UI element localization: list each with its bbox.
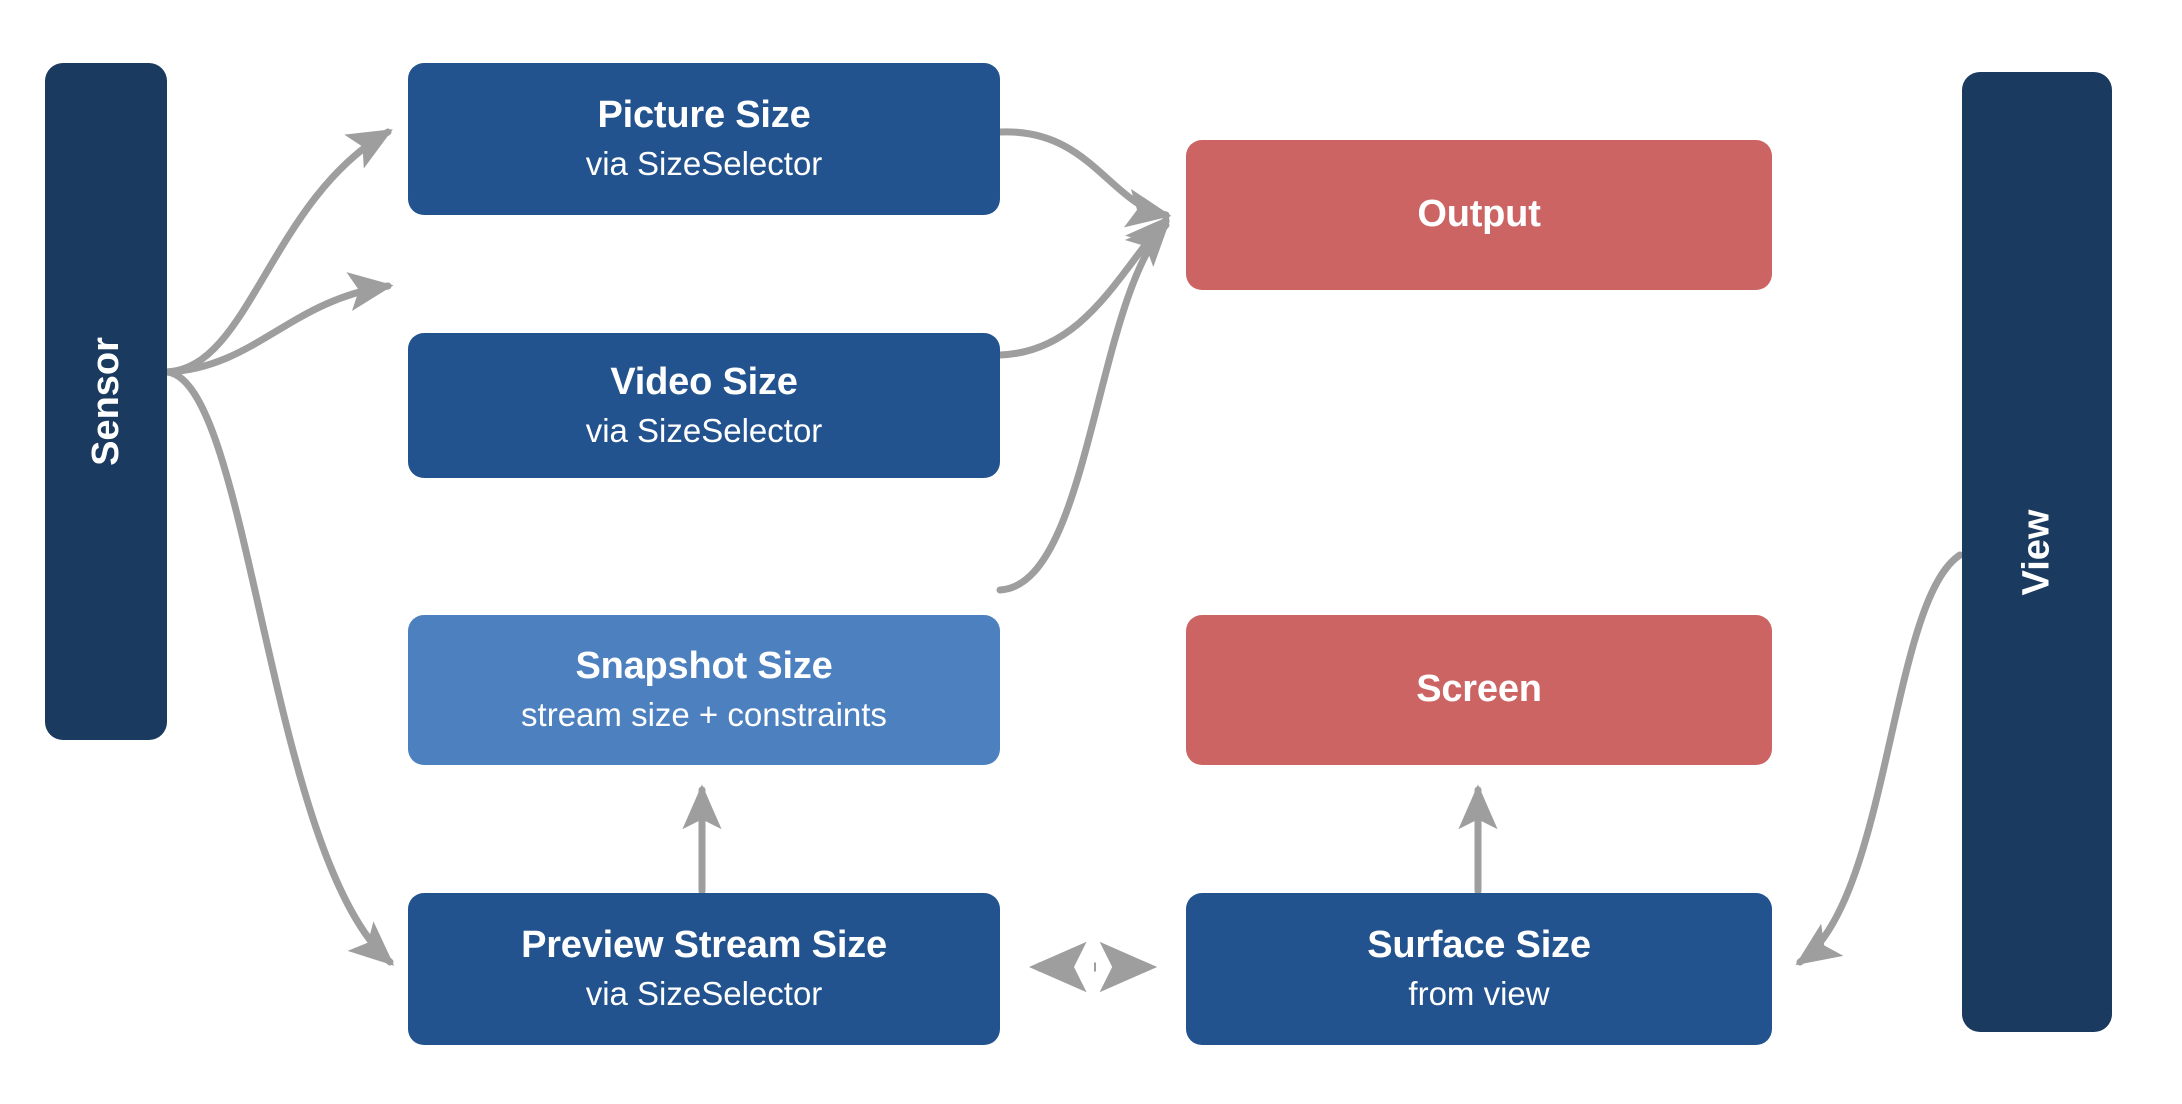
node-picture-size-subtitle: via SizeSelector [585,145,823,183]
node-screen[interactable]: Screen [1186,615,1772,765]
node-picture-size-title: Picture Size [597,94,811,137]
edge-sensor-to-video [163,272,394,376]
node-video-size-subtitle: via SizeSelector [585,411,823,449]
node-video-size-title: Video Size [610,360,798,403]
node-snapshot-size-subtitle: stream size + constraints [521,696,887,734]
edge-picture-to-output [996,128,1172,228]
edge-sensor-to-preview [163,368,395,966]
node-picture-size[interactable]: Picture Size via SizeSelector [408,63,1000,215]
edge-view-to-surface [1795,551,1964,966]
node-output-title: Output [1417,193,1541,236]
node-surface-size-subtitle: from view [1408,975,1550,1013]
edge-sensor-to-picture [163,128,393,376]
node-preview-stream-size[interactable]: Preview Stream Size via SizeSelector [408,893,1000,1045]
node-output[interactable]: Output [1186,140,1772,290]
lane-view[interactable]: View [1962,72,2112,1032]
node-preview-stream-size-title: Preview Stream Size [521,924,887,967]
node-snapshot-size-title: Snapshot Size [575,645,833,688]
node-screen-title: Screen [1416,668,1542,711]
edge-snapshot-to-output [996,220,1170,594]
lane-view-label: View [2015,509,2058,595]
node-surface-size[interactable]: Surface Size from view [1186,893,1772,1045]
node-video-size[interactable]: Video Size via SizeSelector [408,333,1000,478]
lane-sensor[interactable]: Sensor [45,63,167,740]
edge-video-to-output [996,215,1170,359]
node-surface-size-title: Surface Size [1367,924,1591,967]
node-preview-stream-size-subtitle: via SizeSelector [585,975,823,1013]
node-snapshot-size[interactable]: Snapshot Size stream size + constraints [408,615,1000,765]
lane-sensor-label: Sensor [84,337,127,466]
